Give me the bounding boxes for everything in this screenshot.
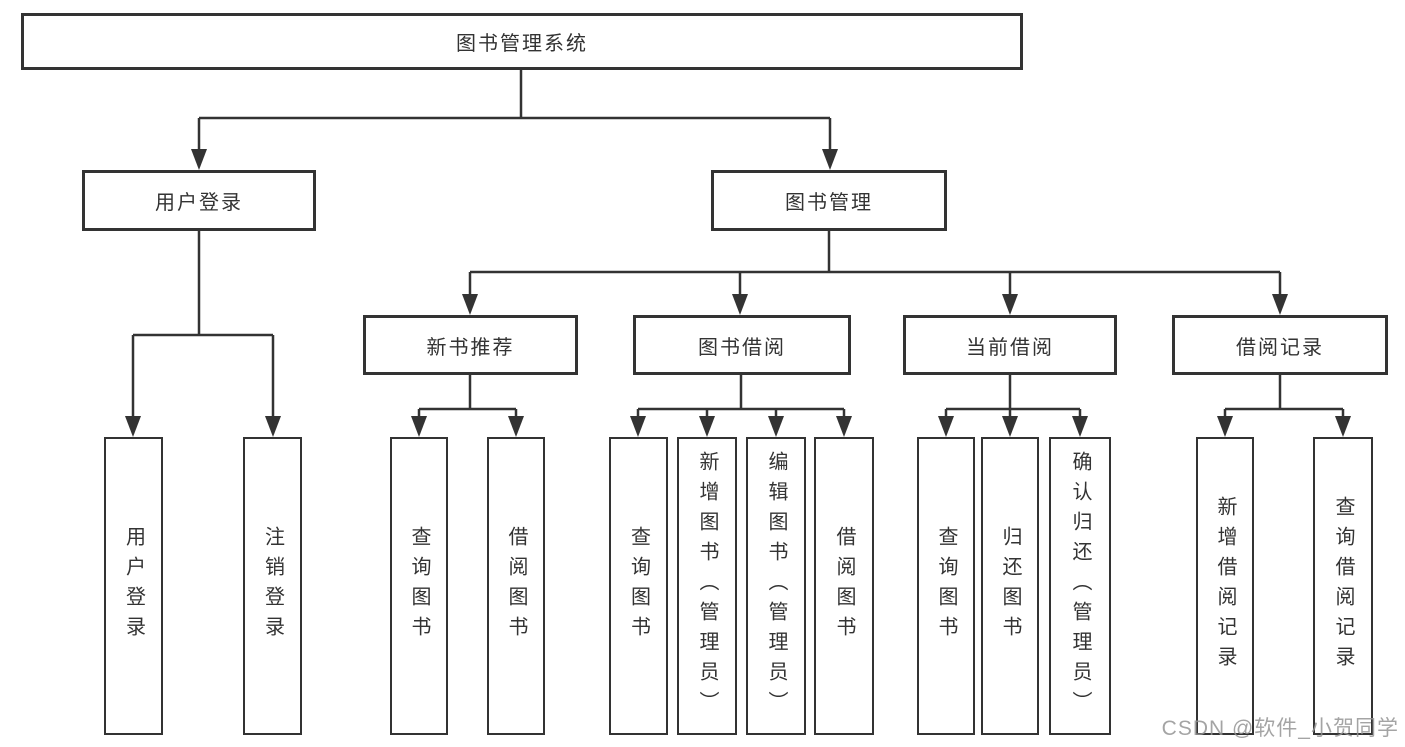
leaf-confirm-return-admin: 确认归还（管理员） (1049, 437, 1111, 735)
leaf-query-borrow-record-label: 查询借阅记录 (1332, 496, 1354, 676)
leaf-recommend-borrow-books: 借阅图书 (487, 437, 545, 735)
node-current-borrow-label: 当前借阅 (966, 336, 1054, 359)
node-root-label: 图书管理系统 (456, 33, 588, 55)
node-book-borrow-label: 图书借阅 (698, 336, 786, 359)
leaf-borrow-query-books: 查询图书 (609, 437, 668, 735)
node-user-login-label: 用户登录 (155, 192, 243, 214)
leaf-add-borrow-record: 新增借阅记录 (1196, 437, 1254, 735)
leaf-edit-book-admin-label: 编辑图书（管理员） (765, 451, 787, 721)
node-book-management: 图书管理 (711, 170, 947, 231)
node-borrow-records-label: 借阅记录 (1236, 336, 1324, 359)
leaf-user-login: 用户登录 (104, 437, 163, 735)
leaf-logout-label: 注销登录 (261, 526, 284, 646)
leaf-return-book-label: 归还图书 (999, 526, 1021, 646)
leaf-borrow-query-books-label: 查询图书 (627, 526, 650, 646)
node-book-borrow: 图书借阅 (633, 315, 851, 375)
csdn-watermark: CSDN @软件_小贺同学 (1161, 717, 1399, 740)
node-root: 图书管理系统 (21, 13, 1023, 70)
node-borrow-records: 借阅记录 (1172, 315, 1388, 375)
leaf-recommend-borrow-books-label: 借阅图书 (505, 526, 527, 646)
leaf-return-book: 归还图书 (981, 437, 1039, 735)
leaf-recommend-query-books-label: 查询图书 (408, 526, 430, 646)
node-new-book-recommend: 新书推荐 (363, 315, 578, 375)
leaf-borrow-book: 借阅图书 (814, 437, 874, 735)
node-new-book-recommend-label: 新书推荐 (426, 336, 515, 359)
node-user-login: 用户登录 (82, 170, 316, 231)
arrowheads (125, 149, 1351, 437)
node-book-management-label: 图书管理 (785, 192, 873, 214)
leaf-logout: 注销登录 (243, 437, 302, 735)
leaf-add-book-admin-label: 新增图书（管理员） (696, 451, 718, 721)
leaf-current-query-books-label: 查询图书 (935, 526, 957, 646)
leaf-edit-book-admin: 编辑图书（管理员） (746, 437, 806, 735)
leaf-recommend-query-books: 查询图书 (390, 437, 448, 735)
leaf-borrow-book-label: 借阅图书 (833, 526, 855, 646)
leaf-current-query-books: 查询图书 (917, 437, 975, 735)
node-current-borrow: 当前借阅 (903, 315, 1117, 375)
leaf-add-borrow-record-label: 新增借阅记录 (1214, 496, 1236, 676)
leaf-user-login-label: 用户登录 (122, 526, 145, 646)
leaf-add-book-admin: 新增图书（管理员） (677, 437, 737, 735)
leaf-query-borrow-record: 查询借阅记录 (1313, 437, 1373, 735)
leaf-confirm-return-admin-label: 确认归还（管理员） (1069, 451, 1091, 721)
